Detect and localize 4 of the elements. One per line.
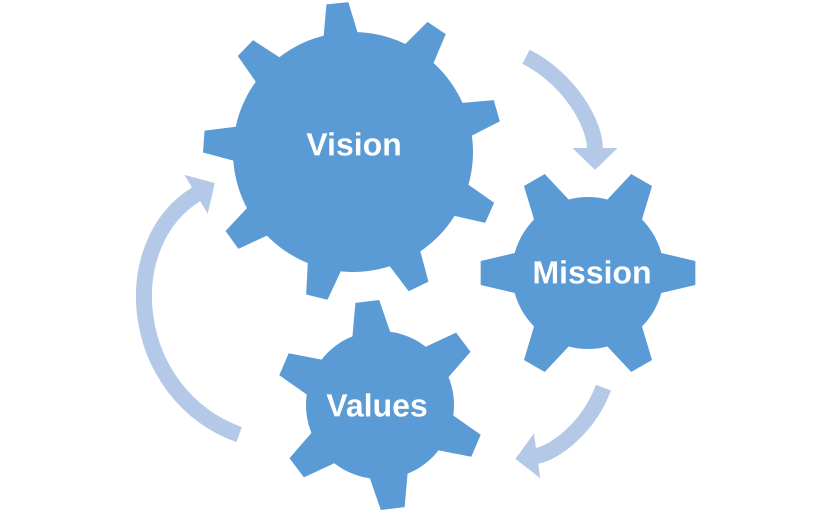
curved-arrow xyxy=(136,174,243,442)
gear: Vision xyxy=(203,2,500,300)
gear: Mission xyxy=(480,174,696,372)
gear: Values xyxy=(279,300,481,510)
